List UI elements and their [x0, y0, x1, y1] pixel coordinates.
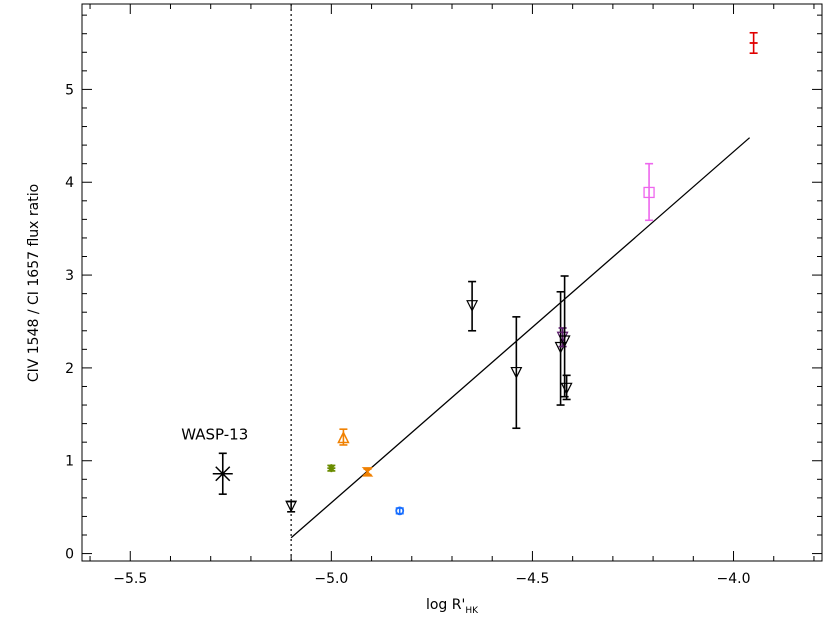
y-tick-label: 1: [65, 454, 74, 470]
data-point: [212, 452, 233, 495]
data-point: [554, 290, 567, 406]
marker-circle: [395, 506, 405, 516]
data-point: [285, 500, 298, 513]
plot-frame: [81, 3, 823, 562]
x-tick-label: −4.5: [515, 571, 549, 587]
marker-bowtie: [361, 467, 374, 477]
marker-triangle-down: [466, 300, 479, 313]
data-point: [361, 467, 374, 477]
data-point: [327, 464, 336, 473]
x-axis-ticks: −5.5 −5.0 −4.5 −4.0: [89, 4, 815, 587]
y-tick-label: 5: [65, 82, 74, 98]
data-point: [337, 428, 350, 446]
data-points: [212, 31, 758, 516]
x-tick-label: −5.5: [113, 571, 147, 587]
marker-triangle-down: [285, 500, 298, 513]
marker-triangle-down: [554, 341, 567, 354]
x-axis-label-main: log R': [426, 597, 465, 613]
x-tick-label: −5.0: [314, 571, 348, 587]
y-axis-label: CIV 1548 / CI 1657 flux ratio: [26, 184, 42, 382]
regression-line: [290, 137, 751, 539]
marker-asterisk-arm: [215, 466, 231, 482]
y-axis-ticks: 0 1 2 3 4 5: [65, 14, 822, 563]
marker-square: [643, 186, 655, 199]
marker-triangle-up: [337, 430, 350, 444]
y-tick-label: 2: [65, 361, 74, 377]
y-tick-label: 3: [65, 268, 74, 284]
data-point: [395, 506, 405, 516]
data-point: [510, 316, 523, 430]
x-axis-label: log R'HK: [426, 597, 479, 616]
x-tick-label: −4.0: [717, 571, 751, 587]
data-point: [749, 31, 758, 55]
marker-triangle-down: [510, 366, 523, 379]
data-point: [466, 280, 479, 332]
marker-triangle-down: [560, 382, 573, 395]
x-axis-label-subscript: HK: [465, 606, 479, 616]
annotation-wasp-13: WASP-13: [181, 426, 248, 444]
y-tick-label: 0: [65, 547, 74, 563]
data-point: [560, 374, 573, 401]
marker-triangle-down: [558, 335, 571, 348]
data-point: [643, 162, 655, 222]
y-tick-label: 4: [65, 175, 74, 191]
